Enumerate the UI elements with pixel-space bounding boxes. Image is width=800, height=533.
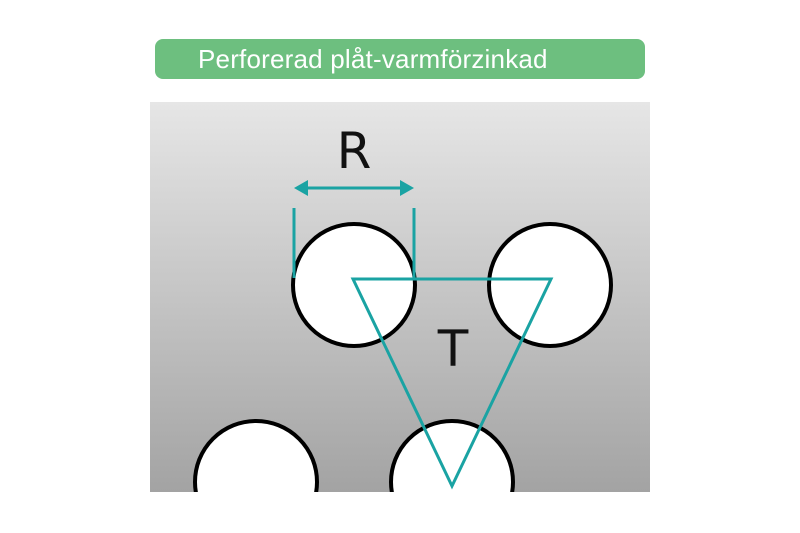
triangle-t [350,277,554,490]
perforation-diagram: R T [150,102,650,492]
title-text: Perforerad plåt-varmförzinkad [198,44,548,74]
hole-top-left [291,222,417,348]
pitch-dimension [292,180,416,278]
title-banner: Perforerad plåt-varmförzinkad [155,39,645,79]
hole-top-right [487,222,613,348]
pitch-arrowhead-left [294,180,308,196]
pitch-arrowhead-right [400,180,414,196]
holes [193,222,613,492]
diagram-svg: R T [150,102,650,492]
pitch-label: R [337,122,372,180]
triangle-label: T [437,320,469,378]
hole-bottom-right [389,419,515,492]
hole-bottom-left [193,419,319,492]
